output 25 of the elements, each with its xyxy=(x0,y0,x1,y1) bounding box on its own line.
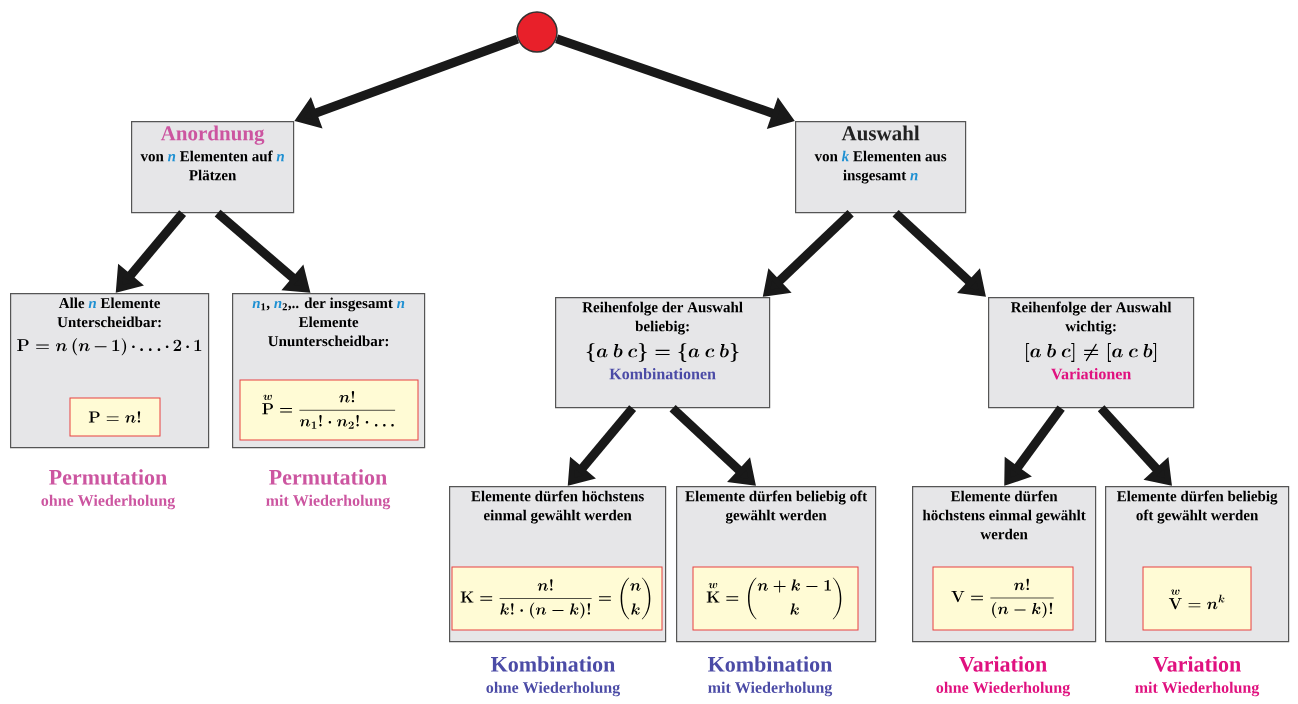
formula-box: $\mathbf{P} = n!$ xyxy=(69,397,161,437)
category-subtitle: ohne Wiederholung xyxy=(486,681,621,697)
category-title: Variation xyxy=(959,656,1047,672)
category-box: Reihenfolge der Auswahl wichtig: $[a\ b\ c] \neq [a\ c\ b]$ Variationen xyxy=(988,297,1195,409)
category-title: Kombination xyxy=(491,656,616,672)
category-title: Permutation xyxy=(49,469,167,485)
category-title: Kombination xyxy=(708,656,833,672)
formula-box: $\mathbf{K} = \frac{n!}{k!\cdot(n-k)!} = \binom{n}{k}$ xyxy=(451,566,663,631)
category-title: Permutation xyxy=(269,469,387,485)
category-box: Anordnung von n Elementen auf n Plätzen xyxy=(131,121,295,214)
category-box: Auswahl von k Elementen aus insgesamt n xyxy=(795,121,967,214)
category-box: Reihenfolge der Auswahl beliebig: $\{a\ b\ c\} = \{a\ c\ b\}$ Kombinationen xyxy=(555,297,771,409)
formula-box: $\mathbf{V} = \frac{n!}{(n-k)!}$ xyxy=(932,566,1074,631)
start-circle xyxy=(516,11,558,53)
category-subtitle: ohne Wiederholung xyxy=(936,681,1071,697)
category-subtitle: mit Wiederholung xyxy=(708,681,833,697)
arrow xyxy=(669,404,756,486)
formula-box: $\overset{w}{\mathbf{P}} = \frac{n!}{n_1!\cdot n_2!\cdot\ldots}$ xyxy=(239,379,419,441)
category-subtitle: mit Wiederholung xyxy=(266,494,391,510)
formula-box: $\overset{w}{\mathbf{V}} = n^{k}$ xyxy=(1142,566,1252,631)
category-subtitle: ohne Wiederholung xyxy=(41,494,176,510)
formula-box: $\overset{w}{\mathbf{K}} = \binom{n+k-1}{k}$ xyxy=(692,566,859,631)
category-subtitle: mit Wiederholung xyxy=(1135,681,1260,697)
category-title: Variation xyxy=(1153,656,1241,672)
arrow xyxy=(892,209,986,297)
